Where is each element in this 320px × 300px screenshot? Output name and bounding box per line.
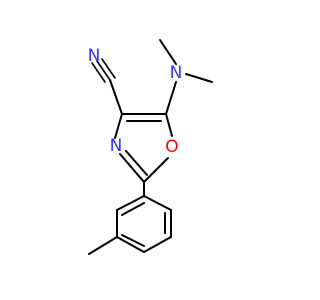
bond-c5-oring — [165, 113, 173, 137]
bond-cyano-triple-2 — [91, 62, 106, 83]
bond-oring-c2 — [143, 157, 169, 183]
cyano-nitrogen-label: N — [88, 46, 101, 66]
ring-nitrogen-label: N — [110, 136, 123, 156]
molecule-drawing: N N N O — [88, 39, 213, 255]
amine-nitrogen-label: N — [170, 63, 183, 83]
benzene-ring — [116, 195, 172, 253]
bond-ar3-ar4-double — [121, 234, 145, 247]
cyano-group — [91, 58, 123, 115]
bond-ar4-ar5 — [143, 236, 172, 253]
oxazole-ring — [114, 113, 173, 183]
bond-ar6-ar1 — [143, 195, 172, 211]
ring-oxygen-label: O — [165, 137, 178, 157]
atom-labels: N N N O — [88, 46, 183, 157]
bond-cyano-triple-1 — [96, 60, 111, 81]
bond-nring-c2-double — [125, 150, 148, 176]
bond-ar3-ar4 — [116, 236, 145, 253]
bond-aryl-methyl — [88, 236, 118, 255]
bond-c5-namine — [165, 81, 177, 115]
bond-namine-methyl-top — [159, 39, 177, 65]
bond-ar1-ar2-double — [121, 202, 145, 216]
structure-diagram: N N N O — [88, 39, 213, 255]
bond-ar1-ar2 — [116, 195, 145, 211]
bond-c4-nring — [114, 113, 123, 139]
bond-nring-c2 — [119, 153, 145, 183]
bond-namine-methyl-right — [185, 73, 213, 83]
bond-cyano-triple-3 — [101, 58, 116, 79]
bond-c4-cnc — [109, 79, 123, 115]
dimethylamino-group — [159, 39, 213, 115]
